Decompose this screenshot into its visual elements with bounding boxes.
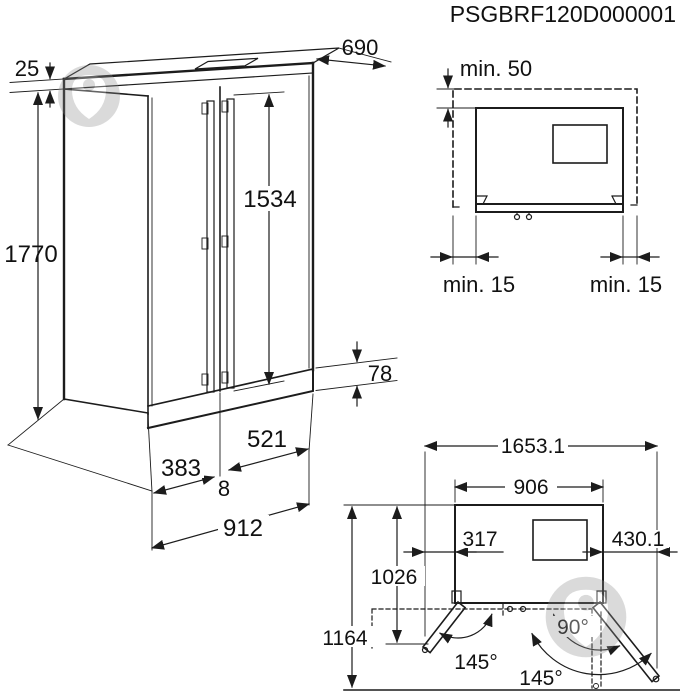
dim-label-25: 25 bbox=[15, 56, 39, 81]
door-handles bbox=[201, 98, 235, 393]
dim-clearance-back: min. 50 bbox=[436, 56, 532, 128]
dim-label-521: 521 bbox=[247, 426, 287, 453]
dim-label-690: 690 bbox=[342, 35, 379, 60]
dim-label-906: 906 bbox=[513, 476, 548, 499]
top-view: min. 50 min. 15 min. 15 bbox=[430, 56, 662, 297]
dim-label-min15-right: min. 15 bbox=[590, 272, 662, 297]
model-number-title: PSGBRF120D000001 bbox=[450, 1, 676, 27]
watermark-logo bbox=[545, 576, 627, 658]
isometric-view: 25 690 1534 1770 78 bbox=[4, 35, 398, 551]
door-hinges bbox=[475, 195, 624, 205]
dim-label-317: 317 bbox=[462, 528, 497, 551]
dim-left-extension: 317 bbox=[403, 528, 504, 557]
door-top-line bbox=[63, 72, 314, 90]
dim-label-78: 78 bbox=[368, 361, 392, 386]
dim-depth-90: 1026 bbox=[343, 504, 456, 645]
dim-total-width-open: 1653.1 bbox=[424, 435, 658, 669]
handle-bracket bbox=[201, 373, 209, 386]
arc-145-right bbox=[531, 632, 652, 676]
angle-label-90: 90° bbox=[557, 616, 589, 639]
handle-bracket bbox=[201, 102, 209, 115]
dim-top-gap: 25 bbox=[9, 56, 65, 108]
dim-plinth: 78 bbox=[315, 341, 398, 407]
dim-label-912: 912 bbox=[223, 515, 263, 542]
dim-widths: 383 8 521 912 bbox=[7, 392, 314, 551]
dim-label-8: 8 bbox=[218, 476, 230, 501]
right-door-foot bbox=[652, 675, 660, 683]
dim-depth-total: 1164 bbox=[317, 506, 680, 691]
clearance-outline bbox=[452, 88, 638, 208]
left-hinge bbox=[451, 590, 462, 604]
dim-right-extension: 430.1 bbox=[582, 528, 678, 557]
dim-height: 1770 bbox=[4, 92, 65, 446]
dim-clearance-left: min. 15 bbox=[430, 215, 515, 297]
plinth-bottom-edge bbox=[146, 369, 314, 430]
dim-label-1653: 1653.1 bbox=[501, 435, 565, 458]
watermark-tag-icon bbox=[72, 75, 106, 119]
handle-stems bbox=[516, 211, 530, 215]
handle-bracket bbox=[221, 100, 229, 113]
compressor-box-open bbox=[532, 519, 588, 561]
dim-handle-height: 1534 bbox=[233, 91, 299, 392]
right-handle bbox=[226, 98, 235, 389]
left-face-bottom-edge bbox=[63, 398, 149, 429]
watermark-tag-hole bbox=[578, 594, 594, 611]
left-door-foot bbox=[421, 646, 429, 654]
watermark-circle bbox=[545, 576, 627, 658]
cabinet-outline-top bbox=[475, 107, 624, 213]
handle-knob bbox=[513, 213, 521, 221]
dim-label-1026: 1026 bbox=[371, 566, 418, 589]
watermark-tag-hole bbox=[83, 79, 95, 91]
door-90-foot bbox=[593, 683, 599, 689]
watermark-logo bbox=[58, 65, 120, 127]
dim-label-1164: 1164 bbox=[322, 627, 367, 650]
clearance-hooks bbox=[452, 204, 638, 208]
left-handle bbox=[206, 100, 215, 393]
left-face-top-edge bbox=[63, 88, 149, 97]
doors-open-view: 90° 145° 145° 1653.1 906 317 bbox=[317, 435, 680, 691]
arc-145-left bbox=[439, 613, 493, 644]
handle-bracket bbox=[201, 237, 209, 250]
dim-label-430: 430.1 bbox=[612, 528, 665, 551]
dim-clearance-right: min. 15 bbox=[590, 215, 662, 297]
dim-cabinet-width: 906 bbox=[454, 476, 604, 503]
angle-label-145-right: 145° bbox=[519, 667, 562, 690]
compressor-box bbox=[552, 124, 608, 164]
dim-label-1534: 1534 bbox=[243, 186, 296, 213]
dim-label-min15-left: min. 15 bbox=[443, 272, 515, 297]
dim-label-383: 383 bbox=[161, 455, 201, 482]
left-door-open bbox=[421, 600, 467, 654]
handle-bracket bbox=[221, 235, 229, 248]
dim-depth: 690 bbox=[316, 35, 392, 70]
dim-label-min50: min. 50 bbox=[460, 56, 532, 81]
handle-bracket bbox=[221, 371, 229, 384]
cabinet-top-front-edge bbox=[62, 61, 315, 81]
handle-knob bbox=[525, 213, 533, 221]
dim-label-1770: 1770 bbox=[4, 241, 57, 268]
angle-label-145-left: 145° bbox=[454, 651, 497, 674]
watermark-tag-icon bbox=[563, 589, 609, 647]
hinge-cover bbox=[194, 57, 259, 70]
watermark-circle bbox=[58, 65, 120, 127]
